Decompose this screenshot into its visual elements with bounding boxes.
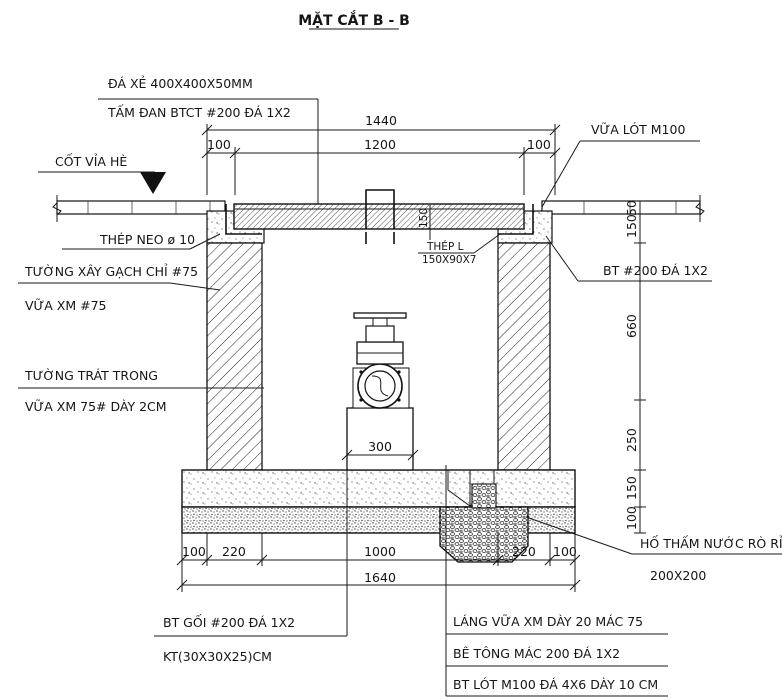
dim-bot-100l: 100	[182, 544, 206, 559]
seepage-pit	[439, 483, 529, 563]
dim-bot-100r: 100	[553, 544, 577, 559]
bottom-annotations: BT GỐI #200 ĐÁ 1X2 KT(30X30X25)CM LÁNG V…	[154, 455, 668, 697]
label-steel-angle-size: 150X90X7	[422, 254, 476, 266]
label-plaster-mortar: VỮA XM 75# DÀY 2CM	[25, 399, 167, 414]
drawing-title: MẶT CẮT B - B	[298, 10, 410, 29]
lifting-handle-icon	[365, 189, 395, 229]
label-plaster-wall: TƯỜNG TRÁT TRONG	[24, 368, 158, 383]
label-layer-concrete: BÊ TÔNG MÁC 200 ĐÁ 1X2	[453, 646, 620, 661]
label-cover-stone: ĐÁ XẺ 400X400X50MM	[108, 75, 253, 91]
right-dimensions: 50 150 660 250 150 100	[624, 200, 646, 534]
dim-bot-220r: 220	[512, 544, 536, 559]
dim-bot-1000: 1000	[364, 544, 396, 559]
label-brick-wall: TƯỜNG XÂY GẠCH CHỈ #75	[24, 263, 198, 279]
dim-slab-150: 150	[418, 208, 430, 228]
label-support-block: BT GỐI #200 ĐÁ 1X2	[163, 614, 295, 630]
label-seepage-pit-size: 200X200	[650, 568, 706, 583]
label-layer-base: BT LÓT M100 ĐÁ 4X6 DÀY 10 CM	[453, 677, 658, 692]
top-dimensions: 1440 100 1200 100	[201, 113, 561, 195]
label-sidewalk-level: CỐT VỈA HÈ	[55, 153, 127, 169]
label-lining-mortar: VỮA LÓT M100	[591, 122, 685, 137]
label-support-size: KT(30X30X25)CM	[163, 649, 272, 664]
label-edge-concrete: BT #200 ĐÁ 1X2	[603, 263, 708, 278]
gate-valve-icon	[346, 312, 414, 471]
dim-v-150a: 150	[624, 214, 639, 238]
dim-top-right: 100	[527, 137, 551, 152]
bottom-dimensions: 100 220 1000 220 100 1640	[176, 533, 581, 592]
left-annotations: ĐÁ XẺ 400X400X50MM TẤM ĐAN BTCT #200 ĐÁ …	[18, 75, 319, 414]
dim-bot-220l: 220	[222, 544, 246, 559]
dim-bot-total: 1640	[364, 570, 396, 585]
dim-top-left: 100	[207, 137, 231, 152]
label-anchor-steel: THÉP NEO ø 10	[99, 232, 195, 247]
dim-v-250: 250	[624, 428, 639, 452]
dim-top-mid: 1200	[364, 137, 396, 152]
cover-slab	[233, 189, 525, 244]
brick-walls	[206, 242, 551, 471]
dim-v-100: 100	[624, 506, 639, 530]
label-seepage-pit: HỐ THẤM NƯỚC RÒ RỈ	[640, 535, 782, 551]
dim-v-150b: 150	[624, 476, 639, 500]
dim-support-300: 300	[368, 439, 392, 454]
triangle-level-icon	[140, 172, 166, 194]
label-cover-slab: TẤM ĐAN BTCT #200 ĐÁ 1X2	[107, 104, 291, 120]
dim-top-total: 1440	[365, 113, 397, 128]
sidewalk-pavement	[52, 195, 705, 222]
label-steel-angle: THÉP L	[426, 240, 464, 253]
right-annotations: VỮA LÓT M100 THÉP L 150X90X7 BT #200 ĐÁ …	[418, 122, 782, 583]
label-brick-mortar: VỮA XM #75	[25, 298, 107, 313]
dim-v-660: 660	[624, 314, 639, 338]
label-layer-finish: LÁNG VỮA XM DÀY 20 MÁC 75	[453, 614, 643, 629]
dim-v-50: 50	[624, 200, 639, 216]
